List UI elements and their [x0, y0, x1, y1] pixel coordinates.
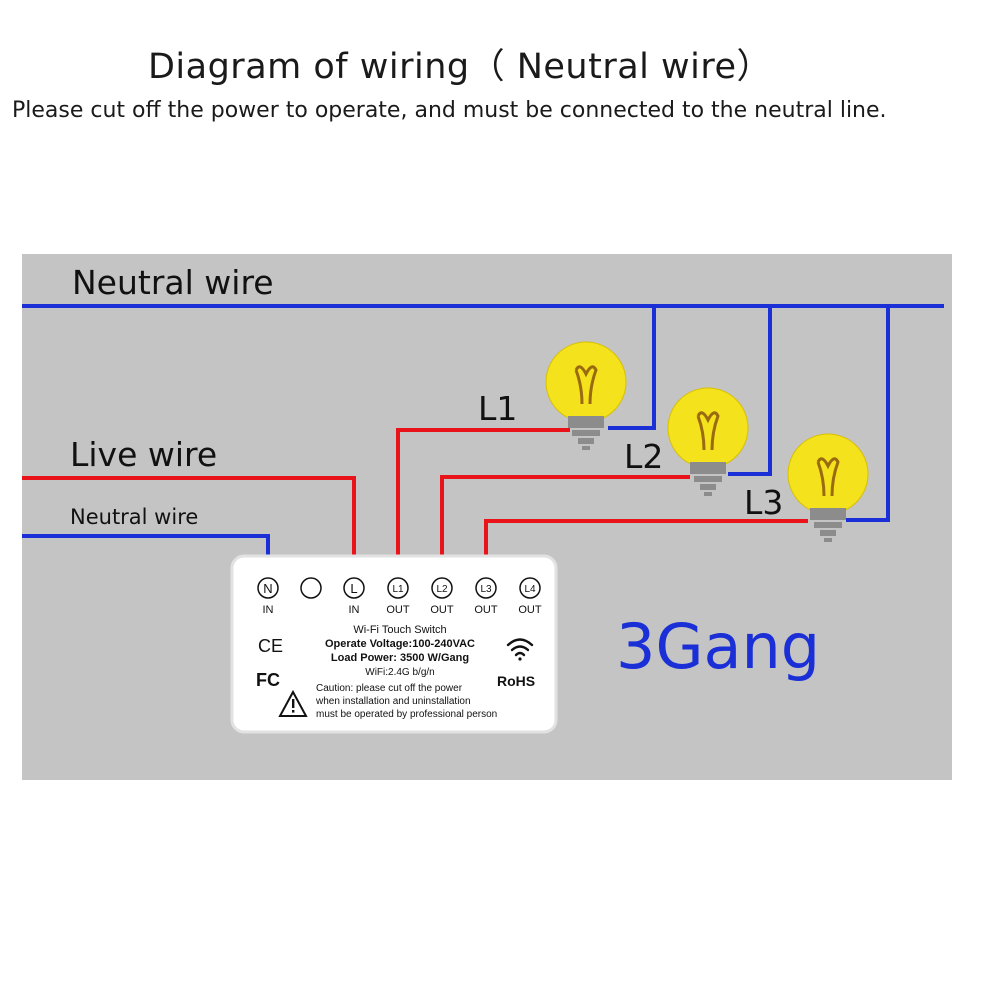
neutral-drop-3: [846, 306, 890, 522]
terminal-l-symbol: L: [350, 581, 357, 596]
terminal-n-symbol: N: [263, 581, 272, 596]
module-voltage: Operate Voltage:100-240VAC: [325, 638, 475, 650]
module-name: Wi-Fi Touch Switch: [353, 624, 446, 636]
live-out-l1: [396, 428, 570, 580]
module-wifi: WiFi:2.4G b/g/n: [365, 667, 434, 678]
fc-mark: FC: [256, 670, 280, 690]
bulb-l1-icon: [545, 341, 627, 450]
terminal-l1-symbol: L1: [392, 584, 404, 595]
ce-mark: CE: [258, 636, 283, 656]
module-load-power: Load Power: 3500 W/Gang: [331, 652, 469, 664]
terminal-l3-symbol: L3: [480, 584, 492, 595]
live-wire-label: Live wire: [70, 435, 217, 474]
neutral-in-label: Neutral wire: [70, 505, 198, 529]
rohs-mark: RoHS: [497, 673, 535, 689]
bulb-l3-icon: [787, 433, 869, 542]
page-title: Diagram of wiring（ Neutral wire）: [147, 47, 773, 87]
terminal-n: N IN: [257, 577, 279, 616]
live-in-line: [22, 476, 356, 580]
neutral-drop-1: [608, 306, 656, 430]
terminal-l1: L1 OUT: [386, 577, 410, 616]
terminal-l4-label: OUT: [518, 604, 542, 616]
load-label-l1: L1: [478, 389, 517, 428]
module-caution-3: must be operated by professional person: [316, 709, 497, 720]
wifi-icon: [506, 638, 534, 661]
terminal-blank: [300, 577, 322, 599]
terminal-l2: L2 OUT: [430, 577, 454, 616]
bulb-l2-icon: [667, 387, 749, 496]
load-label-l2: L2: [624, 437, 663, 476]
terminal-l2-label: OUT: [430, 604, 454, 616]
neutral-top-label: Neutral wire: [72, 263, 274, 302]
terminal-n-label: IN: [263, 604, 274, 616]
switch-module: N IN L IN L1 OUT L2 OUT L3 OUT L4: [230, 554, 558, 734]
terminal-l1-label: OUT: [386, 604, 410, 616]
module-caution-2: when installation and uninstallation: [315, 696, 471, 707]
terminal-l-in: L IN: [343, 577, 365, 616]
live-out-l2: [440, 475, 690, 580]
neutral-drop-2: [728, 306, 772, 476]
terminal-l3: L3 OUT: [474, 577, 498, 616]
gang-label: 3Gang: [616, 610, 820, 683]
warning-icon: [278, 689, 308, 717]
terminal-l4-symbol: L4: [524, 584, 536, 595]
page-subtitle: Please cut off the power to operate, and…: [12, 98, 887, 123]
terminal-l2-symbol: L2: [436, 584, 448, 595]
module-caution-1: Caution: please cut off the power: [316, 683, 463, 694]
terminal-l-label: IN: [349, 604, 360, 616]
load-label-l3: L3: [744, 483, 783, 522]
terminal-l4: L4 OUT: [518, 577, 542, 616]
terminal-l3-label: OUT: [474, 604, 498, 616]
live-wires: [22, 428, 808, 580]
